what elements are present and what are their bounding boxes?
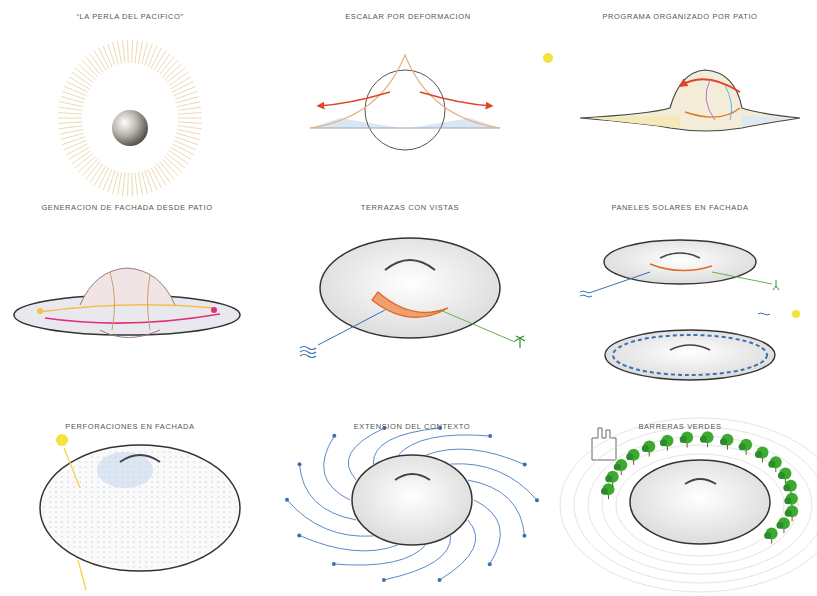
- panel-title: PANELES SOLARES EN FACHADA: [611, 203, 748, 212]
- panel-title: EXTENSION DEL CONTEXTO: [354, 422, 471, 431]
- panel-title: PROGRAMA ORGANIZADO POR PATIO: [602, 12, 757, 21]
- panel-title: “LA PERLA DEL PACIFICO”: [76, 12, 183, 21]
- green-barrier-diagram: [560, 418, 817, 592]
- context-diagram: [285, 426, 539, 582]
- facade-generation-diagram: [14, 268, 240, 338]
- terraces-diagram: [300, 238, 525, 358]
- deformation-diagram: [310, 53, 553, 150]
- panel-title: ESCALAR POR DEFORMACION: [345, 12, 470, 21]
- panel-title: BARRERAS VERDES: [638, 422, 721, 431]
- pearl: [112, 110, 148, 146]
- pearl-panel: [58, 40, 202, 196]
- panel-title: TERRAZAS CON VISTAS: [361, 203, 459, 212]
- solar-diagram: [580, 240, 800, 380]
- perforation-diagram: [40, 434, 240, 590]
- panel-title: PERFORACIONES EN FACHADA: [65, 422, 194, 431]
- program-diagram: [580, 70, 800, 131]
- panel-title: GENERACION DE FACHADA DESDE PATIO: [41, 203, 212, 212]
